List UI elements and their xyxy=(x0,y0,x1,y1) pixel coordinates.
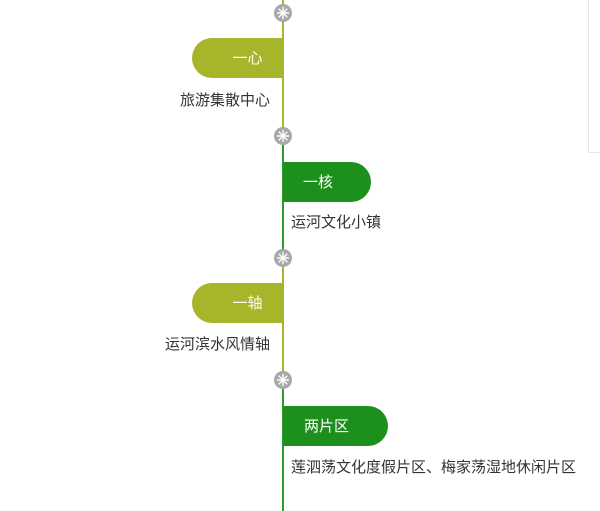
starburst-icon xyxy=(276,373,290,387)
timeline-label-pill: 一心 xyxy=(192,38,283,78)
panel-border-foot xyxy=(588,152,600,153)
starburst-icon xyxy=(276,129,290,143)
starburst-icon xyxy=(276,6,290,20)
panel-border xyxy=(588,0,589,152)
timeline-line-segment-1 xyxy=(282,0,284,136)
timeline-description: 莲泗荡文化度假片区、梅家荡湿地休闲片区 xyxy=(291,458,577,476)
timeline-description: 旅游集散中心 xyxy=(179,91,270,109)
timeline-label-pill: 一轴 xyxy=(192,283,283,323)
timeline-label-pill: 一核 xyxy=(283,162,371,202)
starburst-icon xyxy=(276,251,290,265)
timeline-node-starburst-icon xyxy=(274,127,292,145)
timeline-node-starburst-icon xyxy=(274,249,292,267)
timeline-node-starburst-icon xyxy=(274,371,292,389)
timeline-label-pill: 两片区 xyxy=(283,406,388,446)
timeline-node-starburst-icon xyxy=(274,4,292,22)
timeline-description: 运河文化小镇 xyxy=(291,213,382,231)
timeline-description: 运河滨水风情轴 xyxy=(164,335,270,353)
timeline-line-segment-3 xyxy=(282,258,284,380)
